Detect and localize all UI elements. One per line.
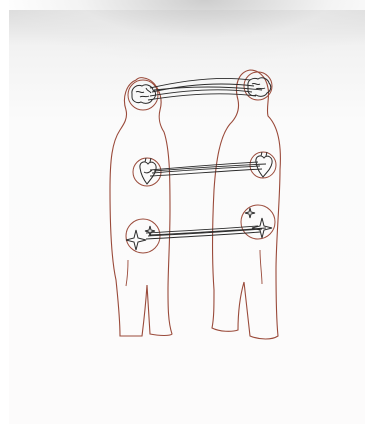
right-sparkle-icon — [245, 208, 272, 238]
left-sparkle-icon — [126, 226, 155, 250]
right-figure-leg-line — [260, 250, 262, 284]
left-figure-arm-line — [126, 260, 128, 286]
left-heart-icon — [140, 158, 156, 184]
left-figure-outline — [110, 78, 172, 336]
heart-connection-lines — [150, 162, 266, 176]
right-figure-outline — [212, 70, 280, 339]
sparkle-connection-lines — [146, 226, 266, 239]
left-heart-circle — [133, 158, 161, 186]
right-sparkle-circle — [241, 205, 275, 239]
